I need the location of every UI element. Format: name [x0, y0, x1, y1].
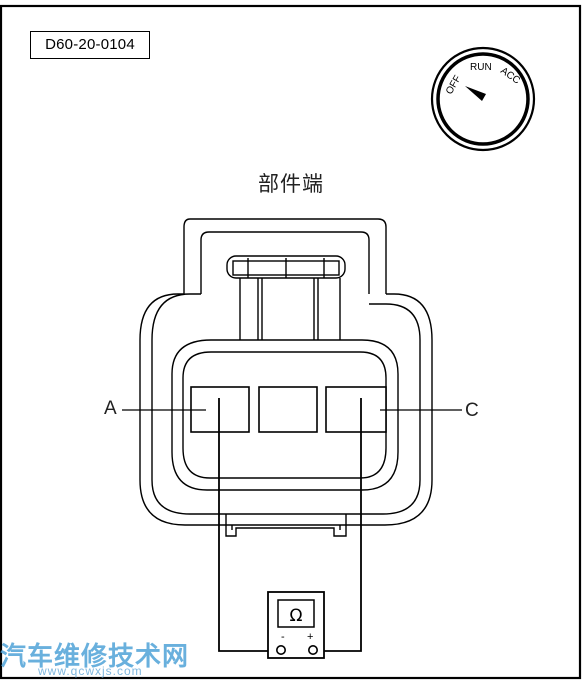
page-border: [0, 4, 582, 680]
pin-c-label: C: [465, 400, 479, 421]
meter-negative-jack: [275, 644, 286, 655]
ignition-key-switch-icon: OFF RUN ACC: [430, 46, 536, 152]
ignition-run-label: RUN: [470, 62, 492, 73]
diagram-title: 部件端: [258, 172, 324, 196]
terminal-b: [258, 386, 318, 433]
meter-negative-label: -: [281, 631, 285, 643]
diagram-code: D60-20-0104: [30, 31, 150, 59]
probe-wire-negative: [218, 398, 271, 652]
ignition-pointer-icon: [465, 86, 486, 101]
watermark-logo: 汽车维修技术网: [0, 642, 190, 672]
terminal-c: [325, 386, 387, 433]
meter-positive-label: +: [307, 631, 313, 643]
meter-positive-jack: [307, 644, 318, 655]
ohm-symbol: Ω: [290, 606, 303, 626]
probe-wire-positive: [322, 398, 362, 652]
connector-body: [139, 218, 433, 537]
watermark-url: www.qcwxjs.com: [38, 664, 143, 678]
pin-a-label: A: [104, 398, 117, 419]
ohmmeter-icon: Ω - +: [267, 591, 325, 659]
